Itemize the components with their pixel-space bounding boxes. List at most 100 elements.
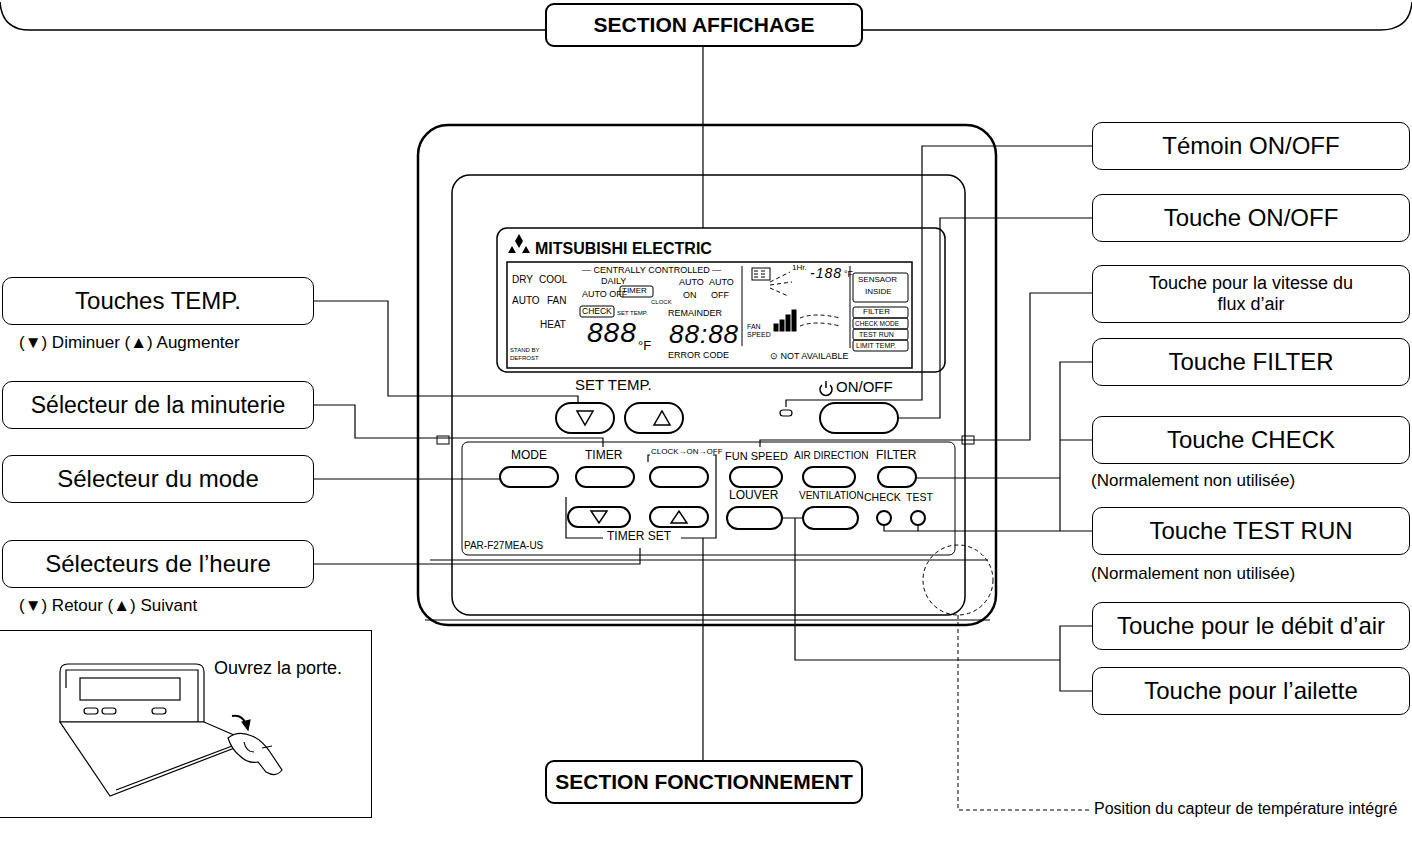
note-label: Position du capteur de température intég… <box>1094 799 1410 819</box>
leader-line <box>314 405 603 447</box>
callout-text: Touche pour l’ailette <box>1144 677 1357 705</box>
callout-box: Touche TEST RUN(Normalement non utilisée… <box>1092 507 1410 555</box>
callout-text: Touche FILTER <box>1169 348 1334 376</box>
callout-box: Sélecteur de la minuterie <box>2 381 314 429</box>
section-box: SECTION FONCTIONNEMENT <box>545 760 863 804</box>
button <box>878 467 916 487</box>
door-illustration <box>66 670 198 722</box>
button-label: ON/OFF <box>836 379 893 396</box>
button-label: PAR-F27MEA-US <box>464 540 543 551</box>
door-illustration <box>152 708 166 714</box>
callout-text: Touche TEST RUN <box>1149 517 1352 545</box>
button <box>650 467 708 487</box>
button <box>556 403 614 433</box>
display-label: FAN <box>747 323 761 331</box>
section-box: SECTION AFFICHAGE <box>545 3 863 47</box>
button-label: SET TEMP. <box>575 377 652 394</box>
remote-housing <box>418 125 996 625</box>
sensor-mark <box>923 545 993 615</box>
button <box>727 507 782 529</box>
lcd-graphics <box>580 266 908 351</box>
callout-box: Témoin ON/OFF <box>1092 122 1410 170</box>
door-illustration <box>80 678 180 700</box>
display-label: FILTER <box>863 308 890 317</box>
callout-text: Touche ON/OFF <box>1164 204 1339 232</box>
lcd-graphics <box>853 273 908 302</box>
button-label: MODE <box>511 449 547 462</box>
button <box>877 511 891 525</box>
display-label: AUTO <box>679 278 704 288</box>
remote-housing <box>418 125 996 625</box>
display-label: DRY <box>512 274 533 285</box>
callout-text: Sélecteurs de l’heure <box>45 550 270 578</box>
display-label: DEFROST <box>510 355 539 362</box>
callout-text: Sélecteur de la minuterie <box>31 392 285 418</box>
lcd-graphics <box>580 306 614 317</box>
door-illustration <box>84 708 98 714</box>
button-label: CLOCK→ON→OFF <box>651 448 723 457</box>
display-label: SPEED <box>747 331 771 339</box>
display-label: 88:88 <box>669 320 739 349</box>
door-illustration <box>116 743 240 790</box>
callout-box: Touche pour le débit d’air <box>1092 602 1410 650</box>
callout-box: Touche pour la vitesse du flux d’air <box>1092 265 1410 323</box>
callout-text: Ouvrez la porte. <box>214 658 342 679</box>
display-label: SENSAOR <box>858 276 897 285</box>
display-label: MITSUBISHI ELECTRIC <box>535 240 712 258</box>
leader-line <box>898 218 1092 418</box>
leader-line <box>702 538 703 760</box>
display-label: — CENTRALLY CONTROLLED — <box>582 266 721 276</box>
inset-box: Ouvrez la porte. <box>0 630 372 818</box>
lcd-graphics <box>853 318 908 329</box>
button <box>625 403 683 433</box>
display-label: REMAINDER <box>668 309 722 319</box>
button <box>820 403 898 433</box>
leader-line <box>314 301 578 403</box>
display-label: CHECK MODE <box>855 320 899 327</box>
display-label: INSIDE <box>865 288 892 297</box>
display-label: ON <box>683 291 697 301</box>
display-label: AUTO <box>709 278 734 288</box>
door-illustration <box>244 742 272 752</box>
callout-box: Touche CHECK(Normalement non utilisée) <box>1092 416 1410 464</box>
remote-housing <box>507 262 912 368</box>
button <box>911 511 925 525</box>
display-label: FAN <box>547 295 566 306</box>
remote-housing <box>497 228 945 372</box>
logo-symbol <box>508 234 530 253</box>
door-illustration <box>60 722 250 796</box>
callout-note: (▼) Retour (▲) Suivant <box>19 596 197 616</box>
display-label: STAND BY <box>510 347 540 354</box>
callout-note: (▼) Diminuer (▲) Augmenter <box>19 333 240 353</box>
lcd-graphics <box>786 315 790 331</box>
leader-line <box>786 146 1092 407</box>
door-illustration <box>228 733 282 774</box>
display-label: -188 <box>810 266 842 281</box>
callout-text: Témoin ON/OFF <box>1162 132 1339 160</box>
leader-line <box>782 518 1092 691</box>
lcd-graphics <box>774 324 778 331</box>
display-label: °F <box>844 270 853 280</box>
leader-line <box>884 362 1092 531</box>
button <box>500 467 558 487</box>
leader-line <box>314 478 500 479</box>
display-label: ERROR CODE <box>668 351 729 361</box>
callout-box: Touche ON/OFF <box>1092 194 1410 242</box>
display-label: AUTO <box>512 295 540 306</box>
door-illustration <box>102 708 116 714</box>
remote-housing <box>462 442 955 555</box>
arrow-symbol <box>577 381 832 523</box>
lcd-graphics <box>780 320 784 331</box>
callout-text: Touche pour la vitesse du flux d’air <box>1136 273 1366 314</box>
callout-box: Touche FILTER <box>1092 338 1410 386</box>
button-label: FILTER <box>876 449 916 462</box>
button-label: AIR DIRECTION <box>794 450 868 461</box>
callout-box: Sélecteurs de l’heure(▼) Retour (▲) Suiv… <box>2 540 314 588</box>
leader-line <box>702 47 703 228</box>
callout-text: SECTION FONCTIONNEMENT <box>555 770 853 794</box>
lcd-graphics <box>853 307 908 318</box>
button <box>576 467 634 487</box>
button <box>803 467 855 487</box>
callout-text: Touches TEMP. <box>75 287 241 315</box>
callout-box: Touche pour l’ailette <box>1092 667 1410 715</box>
